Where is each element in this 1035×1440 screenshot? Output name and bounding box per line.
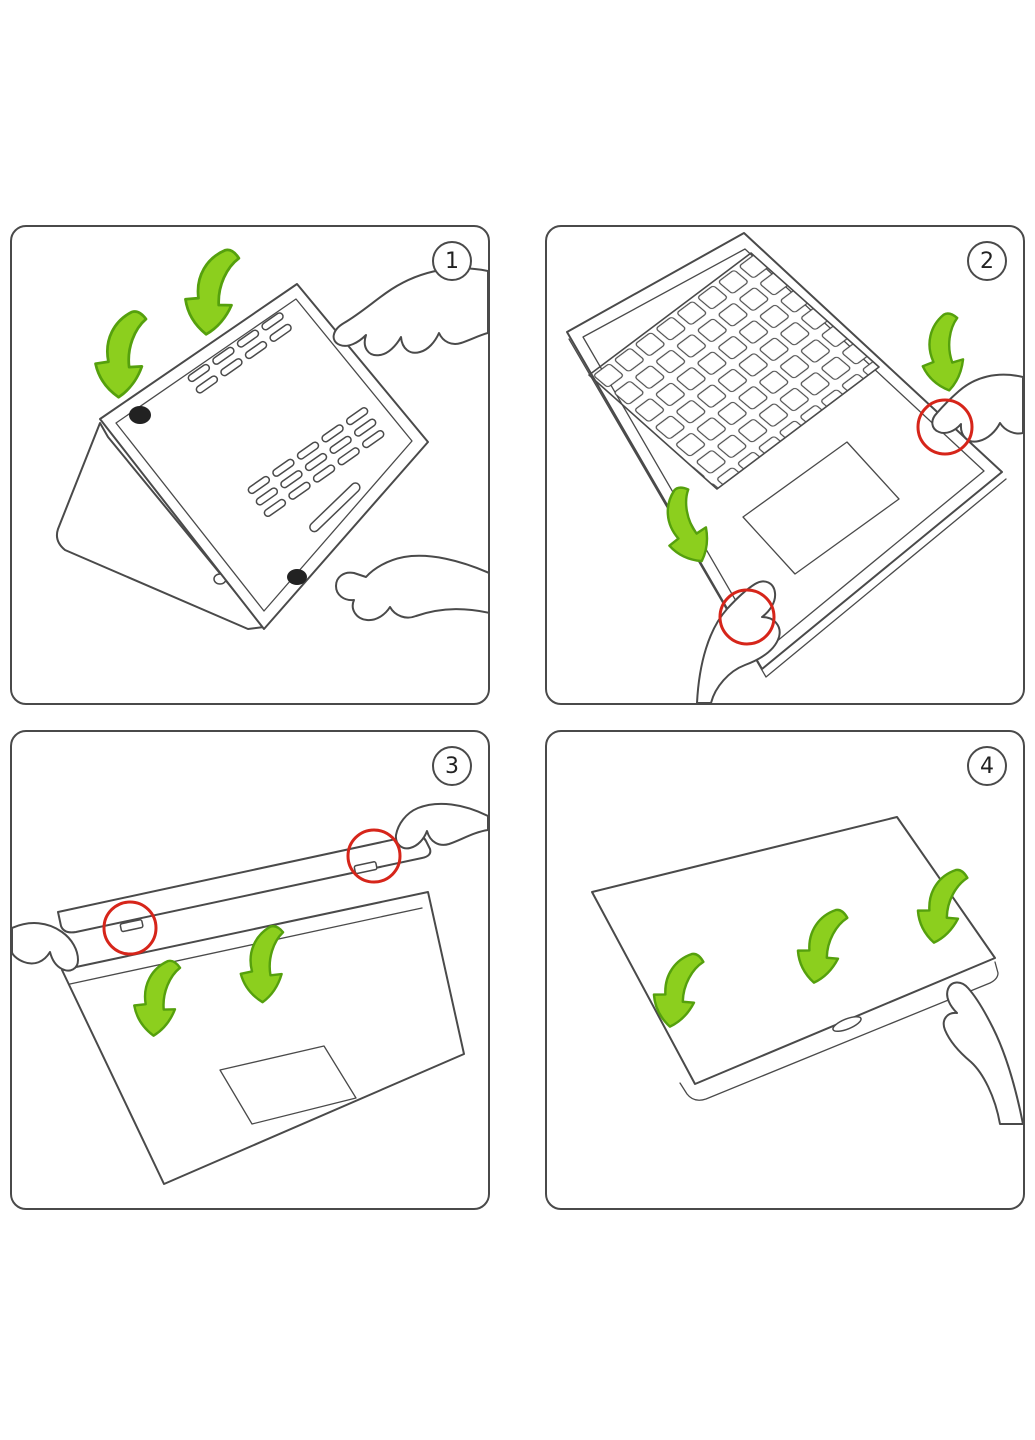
rubber-foot — [287, 569, 307, 585]
screen-lid — [55, 422, 265, 630]
laptop-bottom-case — [55, 283, 429, 630]
holding-hand — [942, 981, 1023, 1125]
illustration-step-4 — [591, 816, 1023, 1125]
illustration-step-3 — [12, 802, 488, 1185]
pressing-hand — [332, 267, 488, 357]
case-inner-rim — [115, 298, 413, 612]
rubber-foot — [129, 406, 151, 424]
holding-hand — [335, 554, 488, 622]
clip-highlight-circle — [102, 900, 158, 956]
green-arrow-icon — [89, 305, 151, 402]
steps-grid: 1 — [10, 225, 1025, 1210]
step-panel-1: 1 — [10, 225, 490, 705]
clip-highlight-circle — [718, 588, 776, 646]
clip-tab — [119, 919, 144, 933]
pinching-hand — [931, 373, 1023, 443]
hinge-vent — [309, 482, 361, 533]
case-edge-thickness — [568, 338, 1007, 678]
green-arrow-icon — [177, 241, 244, 340]
holding-hand-right — [394, 802, 488, 850]
step-number: 2 — [980, 248, 994, 274]
step-panel-2: 2 — [545, 225, 1025, 705]
step-number-badge: 4 — [967, 746, 1007, 786]
step-number-badge: 1 — [432, 241, 472, 281]
step-panel-3: 3 — [10, 730, 490, 1210]
illustration-step-1 — [55, 241, 488, 630]
keyboard — [588, 252, 880, 490]
step-number: 1 — [445, 248, 459, 274]
step-panel-4: 4 — [545, 730, 1025, 1210]
step-number-badge: 2 — [967, 241, 1007, 281]
trackpad — [742, 441, 900, 575]
step-number: 4 — [980, 753, 994, 779]
laptop-lid — [591, 816, 996, 1085]
hinge-line — [69, 907, 423, 985]
step-number-badge: 3 — [432, 746, 472, 786]
base-edge-thickness — [679, 961, 999, 1101]
clip-tab — [353, 861, 378, 875]
clip-highlight-circle — [346, 828, 402, 884]
thumb-notch — [832, 1015, 862, 1033]
holding-hand-left — [12, 922, 79, 972]
green-arrow-icon — [917, 311, 967, 394]
trackpad — [219, 1045, 357, 1125]
step-number: 3 — [445, 753, 459, 779]
laptop-keyboard-side — [566, 232, 1007, 678]
clip-highlight-circle — [916, 398, 974, 456]
case-outline — [99, 283, 429, 630]
closed-laptop — [591, 816, 999, 1101]
illustration-step-2 — [566, 232, 1023, 703]
